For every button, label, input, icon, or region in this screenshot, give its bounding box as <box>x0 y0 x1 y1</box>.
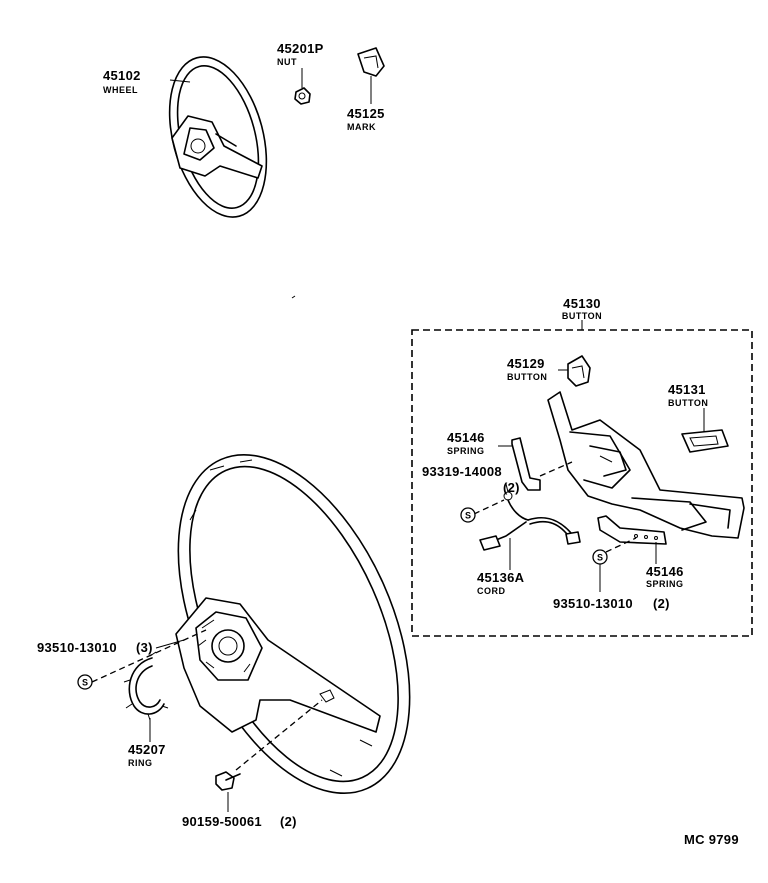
stray-mark <box>292 296 295 298</box>
button-small-part-number: 45129 <box>507 356 545 371</box>
s-symbol-cord-letter: S <box>465 511 471 521</box>
screw-left-quantity: (3) <box>136 640 153 655</box>
s-symbol-left-letter: S <box>82 678 88 688</box>
bolt-quantity: (2) <box>280 814 297 829</box>
mark-part-name: MARK <box>347 122 376 132</box>
mark-emblem-illustration <box>358 48 384 76</box>
dash-screw-left <box>92 630 206 682</box>
bolt-illustration <box>216 772 240 790</box>
screw-cord-part-number: 93319-14008 <box>422 464 502 479</box>
wheel-top-part-name: WHEEL <box>103 85 138 95</box>
horn-pad-illustration <box>548 392 744 538</box>
bolt-part-number: 90159-50061 <box>182 814 262 829</box>
cord-part-number: 45136A <box>477 570 525 585</box>
top-steering-wheel-illustration <box>153 46 282 228</box>
dash-bolt <box>236 700 322 770</box>
button-right-part-name: BUTTON <box>668 398 709 408</box>
ring-illustration <box>124 652 168 720</box>
lower-steering-wheel-illustration <box>131 420 456 829</box>
screw-cord-quantity: (2) <box>503 480 520 495</box>
leader-screw-cord <box>506 484 508 492</box>
ring-part-number: 45207 <box>128 742 166 757</box>
button-right-part-number: 45131 <box>668 382 706 397</box>
spring-left-illustration <box>512 438 540 490</box>
button-assy-part-number: 45130 <box>563 296 601 311</box>
s-symbol-cord: S <box>461 508 475 522</box>
s-symbol-right: S <box>593 550 607 564</box>
screw-right-quantity: (2) <box>653 596 670 611</box>
spring-right-part-number: 45146 <box>646 564 684 579</box>
s-symbol-right-letter: S <box>597 553 603 563</box>
ring-part-name: RING <box>128 758 153 768</box>
s-symbol-left: S <box>78 675 92 689</box>
leader-screw-left <box>156 640 184 648</box>
leader-wheel-top <box>170 80 190 82</box>
spring-right-part-name: SPRING <box>646 579 684 589</box>
screw-right-part-number: 93510-13010 <box>553 596 633 611</box>
spring-left-part-name: SPRING <box>447 446 485 456</box>
mark-part-number: 45125 <box>347 106 385 121</box>
cord-part-name: CORD <box>477 586 506 596</box>
wheel-top-part-number: 45102 <box>103 68 141 83</box>
button-small-part-name: BUTTON <box>507 372 548 382</box>
diagram-code: MC 9799 <box>684 832 739 847</box>
button-assy-part-name: BUTTON <box>561 311 603 321</box>
button-small-illustration <box>568 356 590 386</box>
dash-screw-right <box>606 538 636 552</box>
button-right-illustration <box>682 430 728 452</box>
nut-part-number: 45201P <box>277 41 324 56</box>
cord-illustration <box>480 492 580 550</box>
nut-illustration <box>295 88 310 104</box>
dash-spring-left <box>540 462 572 476</box>
spring-left-part-number: 45146 <box>447 430 485 445</box>
dash-screw-cord <box>474 500 504 514</box>
screw-left-part-number: 93510-13010 <box>37 640 117 655</box>
spring-right-illustration <box>598 516 666 544</box>
nut-part-name: NUT <box>277 57 297 67</box>
